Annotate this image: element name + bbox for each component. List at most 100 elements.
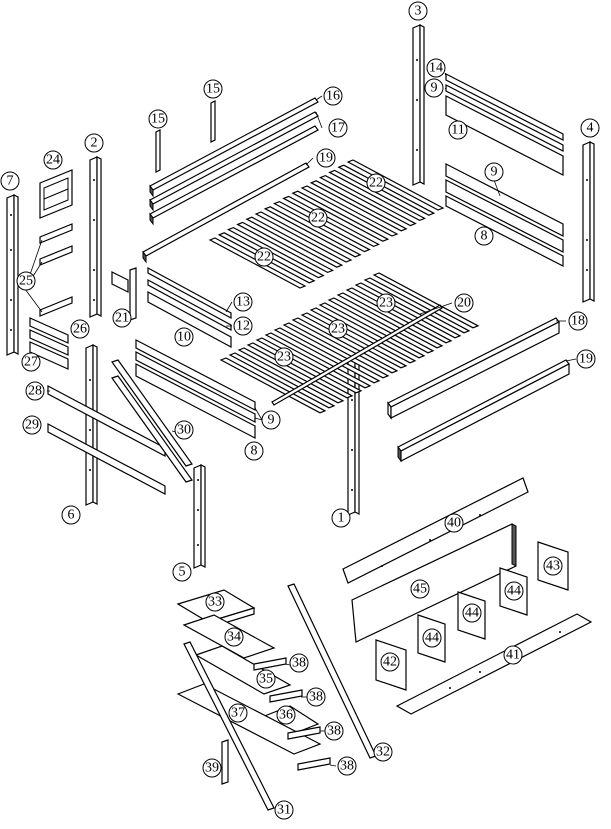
board-26 <box>29 317 69 356</box>
slat-22-3 <box>328 169 427 222</box>
svg-text:3: 3 <box>415 4 422 19</box>
callout-22b: 22 <box>308 208 328 228</box>
callout-23a: 23 <box>376 293 396 313</box>
svg-text:42: 42 <box>383 655 397 670</box>
svg-text:31: 31 <box>277 803 291 818</box>
callout-45: 45 <box>410 579 430 599</box>
rail-19-lower <box>397 359 570 463</box>
slat-22-13 <box>236 221 335 274</box>
bracket-21 <box>111 267 137 321</box>
slat-23-2 <box>363 277 471 334</box>
svg-text:14: 14 <box>429 61 443 76</box>
slat-22-10 <box>263 206 362 258</box>
callout-23b: 23 <box>328 319 348 339</box>
rail-12 <box>147 278 232 332</box>
svg-text:19: 19 <box>319 151 333 166</box>
svg-text:13: 13 <box>236 295 250 310</box>
callout-44b: 44 <box>462 603 482 623</box>
callout-3: 3 <box>408 1 428 21</box>
callout-11: 11 <box>448 120 468 140</box>
rail-16 <box>149 97 319 198</box>
slat-22-4 <box>318 174 417 227</box>
block-39 <box>221 739 229 785</box>
callout-44c: 44 <box>504 581 524 601</box>
svg-text:22: 22 <box>369 176 383 191</box>
block-15a <box>210 100 216 143</box>
svg-text:38: 38 <box>327 724 341 739</box>
callout-14: 14 <box>426 58 446 78</box>
callout-9-right-top: 9 <box>424 78 444 98</box>
ladder-guard-24 <box>39 169 73 219</box>
callout-40: 40 <box>444 513 464 533</box>
callout-34: 34 <box>224 627 244 647</box>
svg-text:11: 11 <box>451 123 464 138</box>
callout-35: 35 <box>256 669 276 689</box>
rail-14 <box>445 73 564 141</box>
svg-text:44: 44 <box>465 606 479 621</box>
rail-9-left-low <box>135 339 256 423</box>
rail-17 <box>149 111 319 226</box>
callout-24: 24 <box>43 150 63 170</box>
callout-42: 42 <box>380 652 400 672</box>
svg-text:38: 38 <box>340 759 354 774</box>
callout-18: 18 <box>568 311 588 331</box>
post-2 <box>89 156 102 318</box>
callout-10: 10 <box>174 327 194 347</box>
callout-13: 13 <box>233 292 253 312</box>
rail-29 <box>47 423 166 495</box>
callout-1: 1 <box>331 508 351 528</box>
callout-5: 5 <box>172 562 192 582</box>
svg-text:23: 23 <box>379 296 393 311</box>
slat-22-8 <box>282 195 381 248</box>
svg-text:7: 7 <box>7 174 14 189</box>
callout-37: 37 <box>228 703 248 723</box>
slats-25 <box>39 223 73 317</box>
callout-6: 6 <box>61 505 81 525</box>
callout-20: 20 <box>454 293 474 313</box>
callout-44a: 44 <box>422 628 442 648</box>
callout-26: 26 <box>70 319 90 339</box>
slat-22-11 <box>254 211 353 263</box>
slats-22 <box>208 159 445 289</box>
svg-text:39: 39 <box>205 761 219 776</box>
callout-36: 36 <box>276 705 296 725</box>
slat-22-7 <box>291 190 390 242</box>
brace-30 <box>111 359 193 483</box>
svg-text:8: 8 <box>251 444 258 459</box>
callout-28: 28 <box>25 381 45 401</box>
slat-22-1 <box>346 159 445 211</box>
callout-21: 21 <box>112 308 132 328</box>
callout-9-right-mid: 9 <box>484 162 504 182</box>
callout-2: 2 <box>84 133 104 153</box>
callout-31: 31 <box>274 800 294 820</box>
svg-text:25: 25 <box>19 274 33 289</box>
svg-text:38: 38 <box>292 656 306 671</box>
callout-30: 30 <box>174 420 194 440</box>
svg-text:10: 10 <box>177 330 191 345</box>
callout-8-left: 8 <box>244 441 264 461</box>
svg-text:20: 20 <box>457 296 471 311</box>
rail-18 <box>387 317 560 420</box>
callout-23c: 23 <box>274 347 294 367</box>
rail-9-right-mid <box>445 163 564 253</box>
svg-text:24: 24 <box>46 153 60 168</box>
svg-text:29: 29 <box>25 418 39 433</box>
svg-text:44: 44 <box>507 584 521 599</box>
post-5 <box>193 464 206 569</box>
svg-text:27: 27 <box>24 355 38 370</box>
post-4 <box>582 141 595 303</box>
callout-39: 39 <box>202 758 222 778</box>
callout-38b: 38 <box>306 687 326 707</box>
svg-text:32: 32 <box>376 745 390 760</box>
svg-text:17: 17 <box>331 121 345 136</box>
callout-7: 7 <box>0 171 20 191</box>
callout-15a: 15 <box>203 79 223 99</box>
slat-22-14 <box>226 226 325 279</box>
callout-16: 16 <box>323 86 343 106</box>
svg-text:2: 2 <box>91 136 98 151</box>
svg-text:18: 18 <box>571 314 585 329</box>
svg-text:34: 34 <box>227 630 241 645</box>
rail-8-left <box>135 363 256 439</box>
svg-text:6: 6 <box>68 508 75 523</box>
svg-text:23: 23 <box>331 322 345 337</box>
